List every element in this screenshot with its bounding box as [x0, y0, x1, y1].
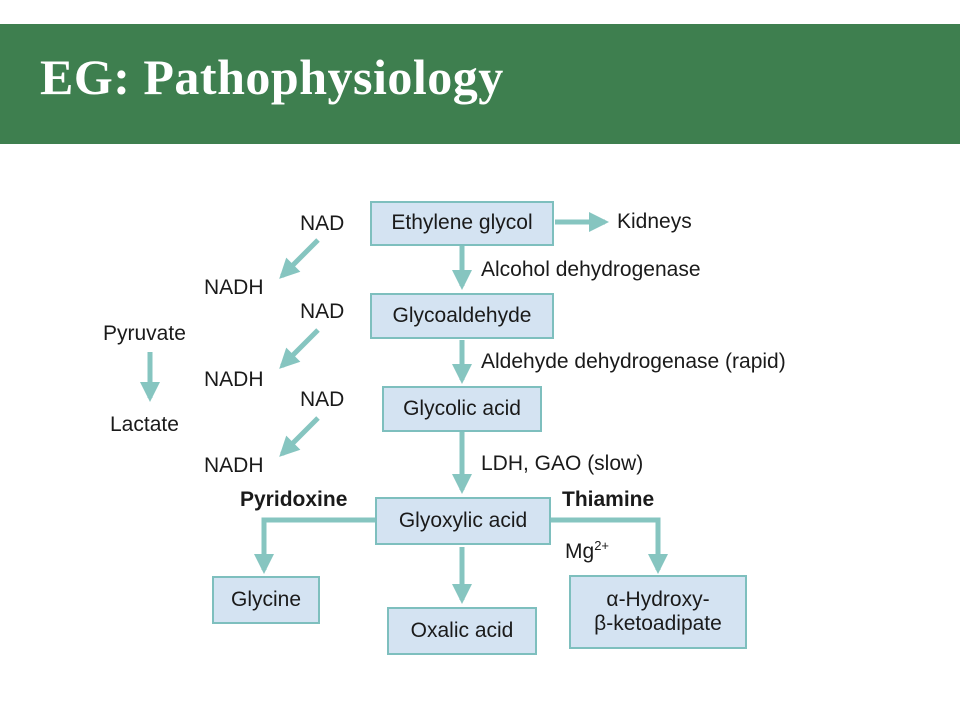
label-nad-1: NAD — [300, 212, 345, 235]
hydroxy-line1-text: α-Hydroxy- — [606, 587, 710, 611]
label-lactate: Lactate — [110, 413, 179, 436]
label-nad-2: NAD — [300, 300, 345, 323]
mg-charge-text: 2+ — [594, 538, 610, 553]
glycine-text: Glycine — [230, 587, 302, 611]
title-bar — [0, 24, 960, 144]
slide-title: EG: Pathophysiology — [40, 49, 504, 105]
box-glycine: Glycine — [212, 576, 320, 624]
label-pyridoxine: Pyridoxine — [240, 488, 348, 511]
arrow-nad-nadh-3 — [279, 416, 320, 457]
glycolic-acid-text: Glycolic acid — [403, 396, 521, 420]
label-aldehyde-dehydrogenase: Aldehyde dehydrogenase (rapid) — [481, 350, 786, 373]
ethylene-glycol-text: Ethylene glycol — [391, 211, 533, 235]
box-oxalic-acid: Oxalic acid — [387, 607, 537, 655]
label-nad-3: NAD — [300, 388, 345, 411]
label-nadh-1: NADH — [204, 276, 264, 299]
label-mg: Mg2+ — [565, 538, 609, 564]
box-glycoaldehyde: Glycoaldehyde — [370, 293, 554, 339]
label-nadh-2: NADH — [204, 368, 264, 391]
box-hydroxy-ketoadipate: α-Hydroxy- β-ketoadipate — [569, 575, 747, 649]
label-pyruvate: Pyruvate — [103, 322, 186, 345]
label-alcohol-dehydrogenase: Alcohol dehydrogenase — [481, 258, 701, 281]
box-glycolic-acid: Glycolic acid — [382, 386, 542, 432]
arrow-to-hydroxy — [550, 517, 668, 574]
label-kidneys: Kidneys — [617, 210, 692, 233]
label-thiamine: Thiamine — [562, 488, 655, 511]
glycoaldehyde-text: Glycoaldehyde — [392, 303, 532, 327]
glyoxylic-acid-text: Glyoxylic acid — [398, 508, 528, 532]
hydroxy-line2-text: β-ketoadipate — [594, 612, 722, 635]
oxalic-acid-text: Oxalic acid — [410, 618, 514, 642]
box-glyoxylic-acid: Glyoxylic acid — [375, 497, 551, 545]
label-ldh-gao: LDH, GAO (slow) — [481, 452, 644, 475]
arrow-to-glycine — [254, 517, 376, 574]
arrow-nad-nadh-1 — [279, 238, 320, 279]
box-ethylene-glycol: Ethylene glycol — [370, 201, 554, 246]
mg-base-text: Mg — [565, 540, 595, 563]
arrow-nad-nadh-2 — [279, 328, 320, 369]
label-nadh-3: NADH — [204, 454, 264, 477]
